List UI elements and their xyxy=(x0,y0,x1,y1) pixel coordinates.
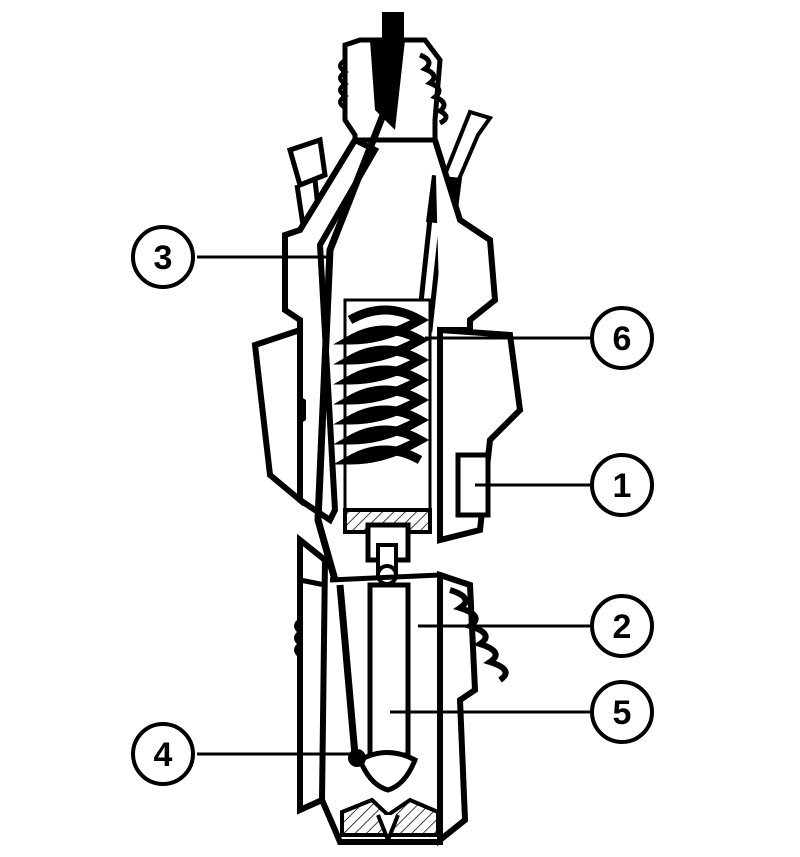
leader-lines xyxy=(197,255,590,756)
svg-text:4: 4 xyxy=(154,736,173,774)
svg-text:2: 2 xyxy=(613,608,632,646)
svg-text:5: 5 xyxy=(613,694,632,732)
nozzle-body-2 xyxy=(294,533,509,847)
svg-text:3: 3 xyxy=(154,239,173,277)
callout-1: 1 xyxy=(590,453,654,517)
nozzle-tip xyxy=(319,797,443,846)
svg-text:6: 6 xyxy=(613,320,632,358)
fuel-inlet xyxy=(338,12,449,143)
spring-6 xyxy=(333,298,432,534)
callout-5: 5 xyxy=(590,680,654,744)
svg-text:1: 1 xyxy=(613,467,632,505)
nozzle-needle-5 xyxy=(336,582,419,793)
callout-6: 6 xyxy=(590,306,654,370)
callout-4: 4 xyxy=(131,722,195,786)
callout-2: 2 xyxy=(590,594,654,658)
upper-body xyxy=(282,108,499,581)
callout-3: 3 xyxy=(131,225,195,289)
